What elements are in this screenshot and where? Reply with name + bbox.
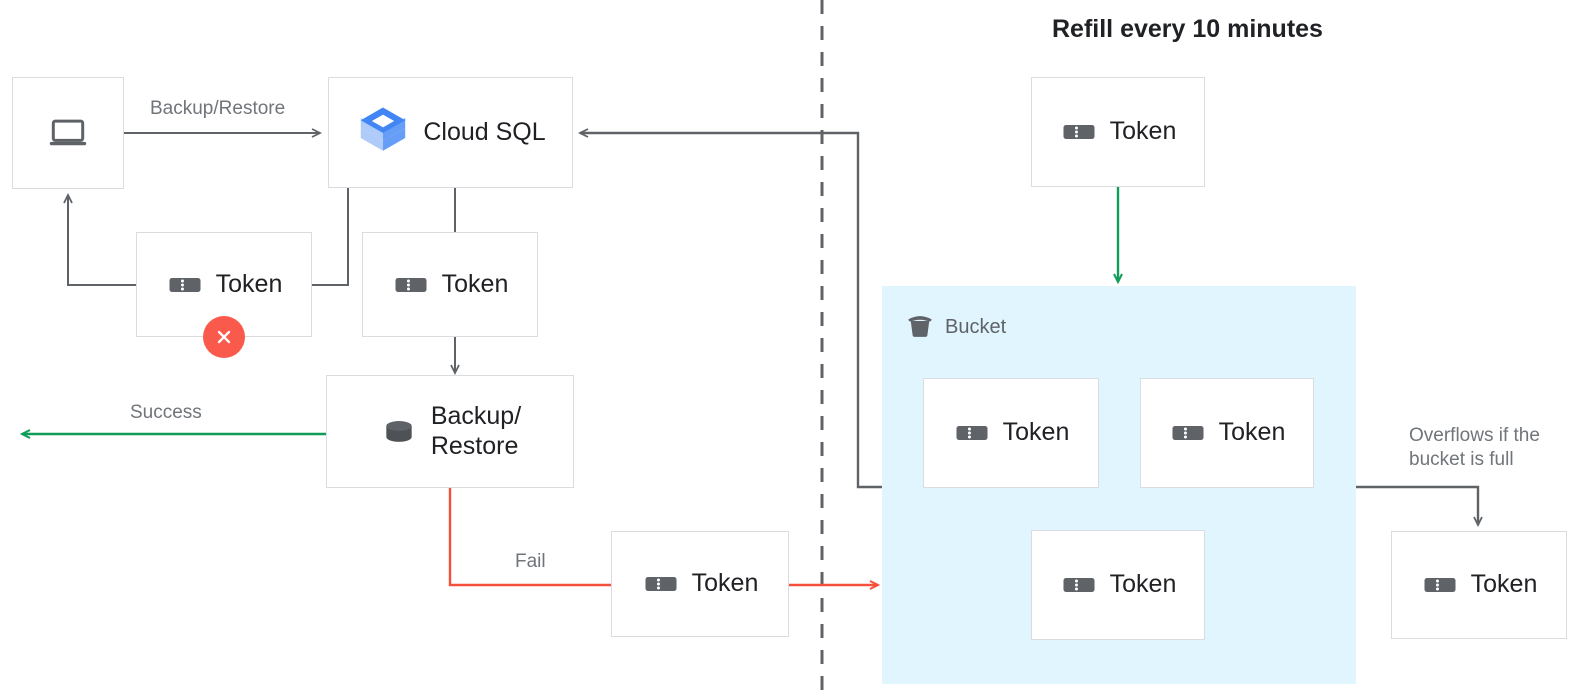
bucket-header: Bucket <box>905 312 1006 342</box>
node-backup-restore[interactable]: Backup/ Restore <box>326 375 574 488</box>
edge-label-backup-restore: Backup/Restore <box>150 98 286 119</box>
node-token-overflow-label: Token <box>1470 570 1538 599</box>
edge-overflow <box>1356 485 1483 528</box>
node-token-consumed[interactable]: Token <box>362 232 538 337</box>
node-token-fail-return[interactable]: Token <box>611 531 789 637</box>
edge-label-overflow: Overflows if the bucket is full <box>1409 425 1540 470</box>
page-title: Refill every 10 minutes <box>1052 15 1323 43</box>
node-bucket-token-3[interactable]: Token <box>1031 530 1205 640</box>
node-backup-restore-label: Backup/ Restore <box>430 402 522 460</box>
edge-label-fail: Fail <box>515 551 546 572</box>
edge-label-success: Success <box>130 402 202 423</box>
node-bucket-token-2[interactable]: Token <box>1140 378 1314 488</box>
node-cloud-sql[interactable]: Cloud SQL <box>328 77 573 188</box>
token-icon <box>1060 566 1098 604</box>
cloud-sql-icon <box>355 103 411 163</box>
token-icon <box>1169 414 1207 452</box>
node-bucket-token-3-label: Token <box>1109 570 1177 599</box>
node-token-overflow[interactable]: Token <box>1391 531 1567 639</box>
database-icon <box>379 412 419 452</box>
edge-bucket-to-cloudsql <box>577 128 882 489</box>
node-client[interactable] <box>12 77 124 189</box>
bucket-label: Bucket <box>945 315 1007 338</box>
token-icon <box>642 565 680 603</box>
error-x-icon <box>203 316 245 358</box>
token-icon <box>1060 113 1098 151</box>
node-bucket-token-1-label: Token <box>1002 418 1070 447</box>
node-token-failed-label: Token <box>215 269 283 298</box>
node-token-fail-return-label: Token <box>691 569 759 598</box>
token-icon <box>166 266 204 304</box>
node-token-refill-label: Token <box>1109 117 1177 146</box>
token-icon <box>1421 566 1459 604</box>
token-icon <box>953 414 991 452</box>
node-token-failed[interactable]: Token <box>136 232 312 337</box>
node-token-consumed-label: Token <box>441 269 509 298</box>
bucket-icon <box>905 312 935 342</box>
laptop-icon <box>47 112 89 154</box>
node-cloud-sql-label: Cloud SQL <box>423 117 546 146</box>
token-icon <box>392 266 430 304</box>
node-bucket-token-2-label: Token <box>1218 418 1286 447</box>
node-bucket-token-1[interactable]: Token <box>923 378 1099 488</box>
edge-fail <box>448 488 611 587</box>
node-token-refill[interactable]: Token <box>1031 77 1205 187</box>
